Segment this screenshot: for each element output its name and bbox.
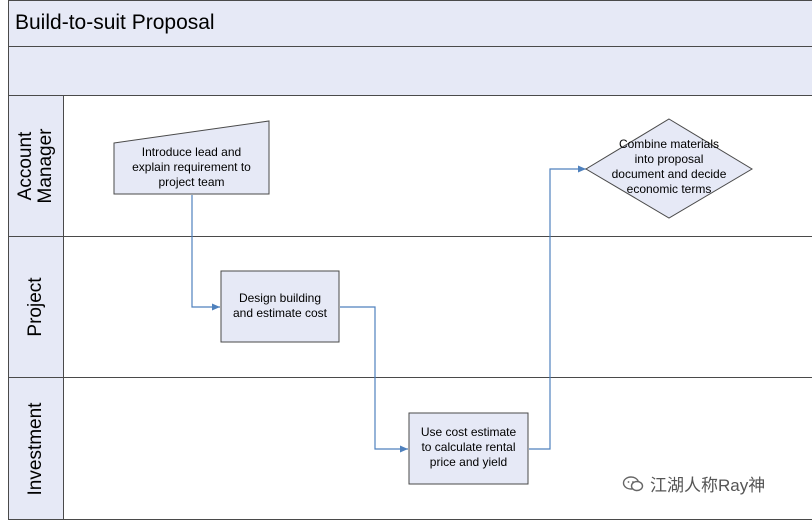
process-cost-estimate[interactable] [408, 412, 529, 485]
connector-design-to-cost [340, 306, 408, 453]
lane-account-manager: Account Manager [8, 96, 812, 237]
connector-introduce-to-design [191, 195, 220, 311]
chat-bubble-icon [622, 475, 644, 491]
lane-header-account-manager: Account Manager [9, 96, 64, 236]
watermark-text: 江湖人称Ray神 [650, 476, 766, 495]
page-title: Build-to-suit Proposal [15, 11, 215, 34]
node-text-introduce: Introduce lead and explain requirement t… [132, 145, 251, 189]
process-design-building[interactable] [220, 270, 340, 343]
watermark: 江湖人称Ray神 [622, 471, 765, 496]
lane-header-investment: Investment [9, 378, 64, 519]
decision-combine-materials[interactable] [585, 118, 753, 219]
manual-input-introduce[interactable] [113, 120, 270, 195]
lane-header-project: Project [9, 237, 64, 377]
title-bar: Build-to-suit Proposal [8, 0, 812, 47]
node-text-cost: Use cost estimate to calculate rental pr… [420, 425, 517, 469]
lane-project: Project [8, 237, 812, 378]
header-row [8, 47, 812, 96]
node-text-combine: Combine materials into proposal document… [611, 137, 727, 196]
connector-cost-to-combine [529, 165, 586, 450]
node-text-design: Design building and estimate cost [232, 291, 328, 320]
